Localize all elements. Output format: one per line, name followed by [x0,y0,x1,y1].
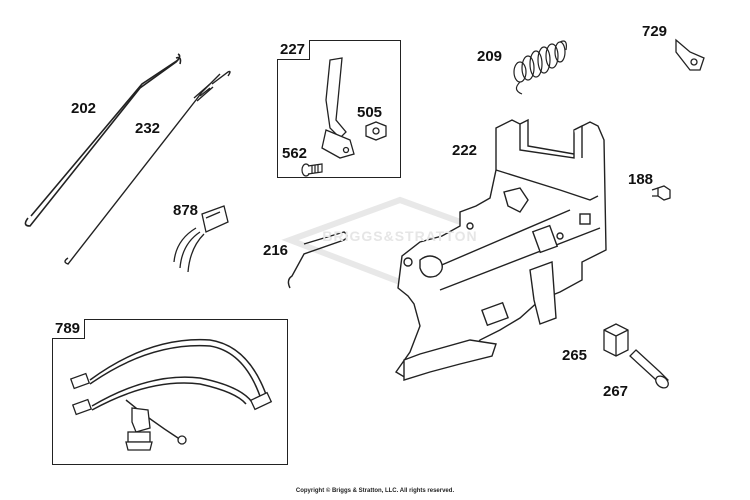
part-232-spring-rod [64,70,231,265]
part-227-lever [321,57,355,159]
part-202-rod [24,53,182,227]
part-562-screw [301,163,323,177]
kit-box-789 [52,319,288,465]
part-878-connector [173,205,229,273]
part-505-nut [365,121,387,141]
label-188: 188 [628,171,654,188]
part-222-bracket [394,118,607,381]
label-209: 209 [477,48,503,65]
label-729: 729 [642,23,668,40]
part-209-spring [513,40,567,95]
label-265: 265 [562,347,588,364]
label-216: 216 [263,242,289,259]
kit-box-227 [277,40,401,178]
kit-box-789-label: 789 [52,319,86,339]
part-216-link-rod [287,231,348,289]
label-878: 878 [173,202,199,219]
label-202: 202 [71,100,97,117]
part-789-plugs [69,372,273,451]
part-789-harness [89,338,269,439]
watermark-text: BRIGGS&STRATTON [322,228,478,244]
part-188-bolt [651,185,671,201]
part-729-clip [675,38,705,71]
copyright-notice: Copyright © Briggs & Stratton, LLC. All … [295,488,455,494]
label-562: 562 [282,145,308,162]
label-505: 505 [357,104,383,121]
kit-box-227-label: 227 [277,40,311,60]
part-265-clip [603,323,629,357]
label-222: 222 [452,142,478,159]
label-267: 267 [603,383,629,400]
label-232: 232 [135,120,161,137]
part-267-pin [629,349,669,389]
